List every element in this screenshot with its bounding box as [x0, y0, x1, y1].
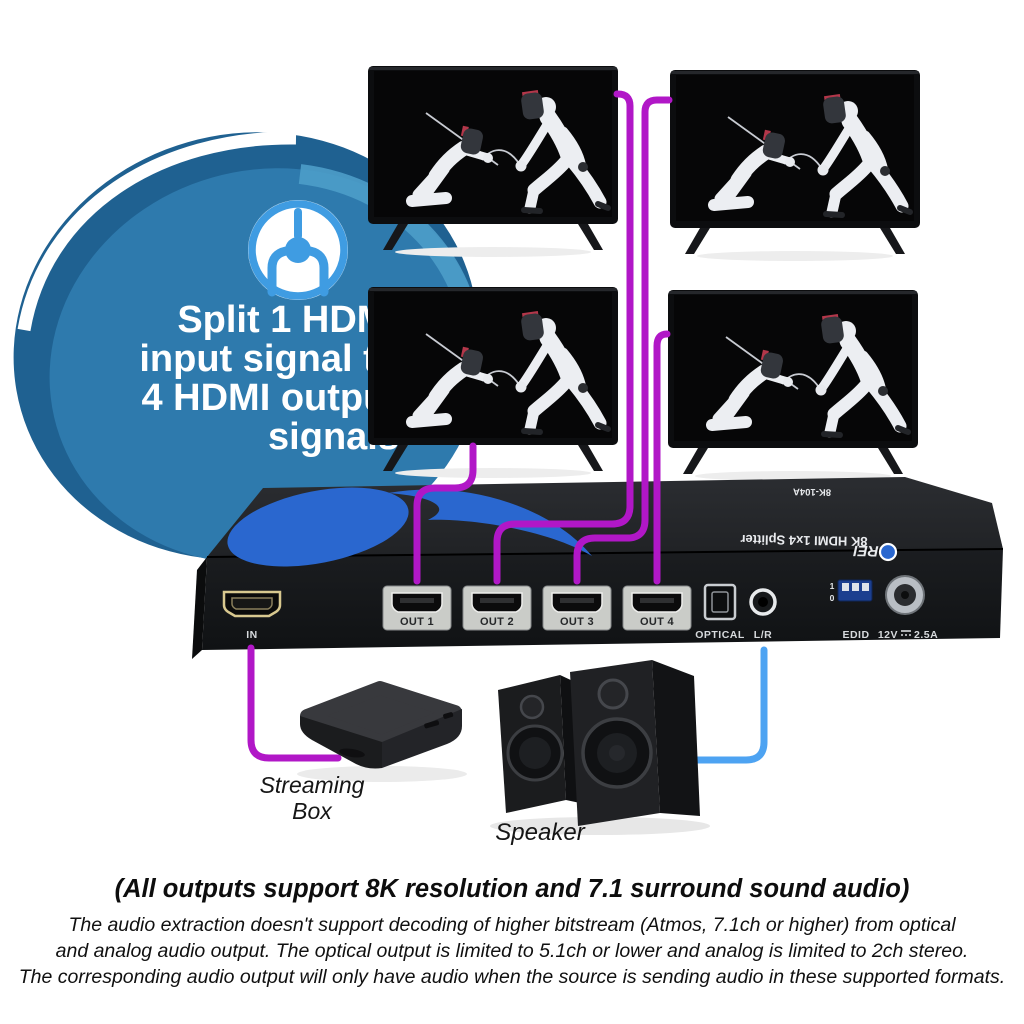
hdmi-cable-out4 [653, 330, 671, 585]
right-speaker-dustcap [609, 745, 625, 761]
left-speaker-cone [519, 737, 551, 769]
device-left-side [192, 557, 207, 659]
device-top-face [207, 477, 1003, 557]
lr-audio-jack: L/R [749, 588, 777, 641]
power-volts-label: 12V [878, 629, 898, 641]
streaming-box: Streaming Box [260, 681, 467, 824]
dip-toggle-1 [842, 583, 849, 591]
badge-blob-main [49, 168, 483, 564]
icon-ring [248, 200, 348, 300]
speakers: Speaker [490, 660, 710, 846]
footer-heading: (All outputs support 8K resolution and 7… [115, 875, 910, 903]
tv-top-right [670, 70, 920, 254]
dip-on-label: 1 [830, 581, 835, 591]
tv-top-left [368, 66, 618, 250]
out2-label: OUT 2 [480, 616, 514, 628]
power-pin-hole [901, 591, 909, 599]
streaming-box-usb-slot [443, 712, 454, 719]
tv1-shadow [395, 247, 591, 257]
hdmi-out2-port: OUT 2 [462, 585, 532, 631]
badge-line-3: 4 HDMI output [141, 377, 399, 419]
hdmi-cable-input [247, 644, 342, 762]
hdmi-cable-out1 [413, 442, 477, 585]
badge-line-2: input signal to [139, 338, 399, 380]
speaker-shadow [490, 817, 710, 835]
orei-logo-ellipse [227, 487, 409, 567]
power-jack: 12V 2.5A [878, 575, 938, 641]
out1-contacts [400, 598, 434, 603]
lr-label: L/R [754, 629, 772, 641]
footer-note-line3: The corresponding audio output will only… [19, 966, 1005, 988]
hdmi-out1-port: OUT 1 [382, 585, 452, 631]
tv-bottom-left [368, 287, 618, 471]
out4-label: OUT 4 [640, 616, 674, 628]
out3-contacts [560, 598, 594, 603]
hdmi-in-port: IN [222, 590, 282, 641]
orei-brand-mark [878, 542, 898, 562]
dip-toggle-3 [862, 583, 869, 591]
edid-label: EDID [842, 629, 869, 641]
tv-bottom-right [668, 290, 918, 474]
optical-inner [711, 591, 729, 613]
badge-blob-white-streak [17, 131, 297, 332]
hdmi-cable-out3 [573, 96, 673, 585]
hdmi-out3-port: OUT 3 [542, 585, 612, 631]
dc-symbol [901, 630, 911, 636]
right-speaker-tweeter [597, 678, 629, 710]
streaming-box-hdmi-slot [424, 720, 440, 729]
footer-note-line1: The audio extraction doesn't support dec… [68, 914, 956, 936]
right-speaker [570, 660, 700, 826]
dip-toggle-2 [852, 583, 859, 591]
power-amps-label: 2.5A [914, 629, 938, 641]
streaming-box-label-line2: Box [292, 798, 333, 824]
speaker-label: Speaker [495, 819, 585, 846]
device-top-printing: 8K HDMI 1x4 Splitter REI 8K-104A [740, 486, 898, 562]
footer: (All outputs support 8K resolution and 7… [19, 875, 1005, 988]
cables [247, 90, 768, 764]
badge-line-1: Split 1 HDMI [177, 299, 399, 341]
edid-dip-switch: 1 0 EDID [830, 579, 873, 641]
device-top-label: 8K HDMI 1x4 Splitter [740, 532, 867, 549]
left-speaker-tweeter [519, 694, 545, 720]
right-speaker-side [652, 660, 700, 816]
icon-node [285, 237, 311, 263]
orei-brand-letters: REI [853, 542, 879, 559]
hdmi-splitter-icon [248, 200, 348, 300]
hdmi-out4-port: OUT 4 [622, 585, 692, 631]
dip-off-label: 0 [830, 593, 835, 603]
optical-label: OPTICAL [695, 629, 745, 641]
hdmi-splitter-device: 8K HDMI 1x4 Splitter REI 8K-104A IN OUT … [192, 477, 1004, 659]
optical-connector [703, 583, 737, 621]
audio-cable-lr [688, 646, 768, 764]
footer-note-line2: and analog audio output. The optical out… [56, 940, 969, 962]
hdmi-cable-out2 [493, 90, 634, 585]
hdmi-in-inner [231, 597, 273, 610]
orei-top-logo [227, 487, 592, 567]
out3-label: OUT 3 [560, 616, 594, 628]
streaming-box-shadow [297, 766, 467, 782]
tv2-shadow [697, 251, 893, 261]
out1-label: OUT 1 [400, 616, 434, 628]
left-speaker [498, 675, 580, 813]
streaming-box-label-line1: Streaming [260, 772, 365, 798]
device-model-number: 8K-104A [793, 486, 831, 498]
tv3-shadow [395, 468, 591, 478]
hdmi-in-label: IN [246, 629, 258, 641]
out4-contacts [640, 598, 674, 603]
icon-split-arms [267, 246, 329, 297]
optical-port: OPTICAL [695, 583, 745, 641]
streaming-box-front-right [382, 709, 462, 768]
out2-contacts [480, 598, 514, 603]
lr-jack-hole [758, 597, 768, 607]
orei-logo-swoosh [388, 489, 592, 556]
streaming-box-ir-window [339, 748, 365, 758]
